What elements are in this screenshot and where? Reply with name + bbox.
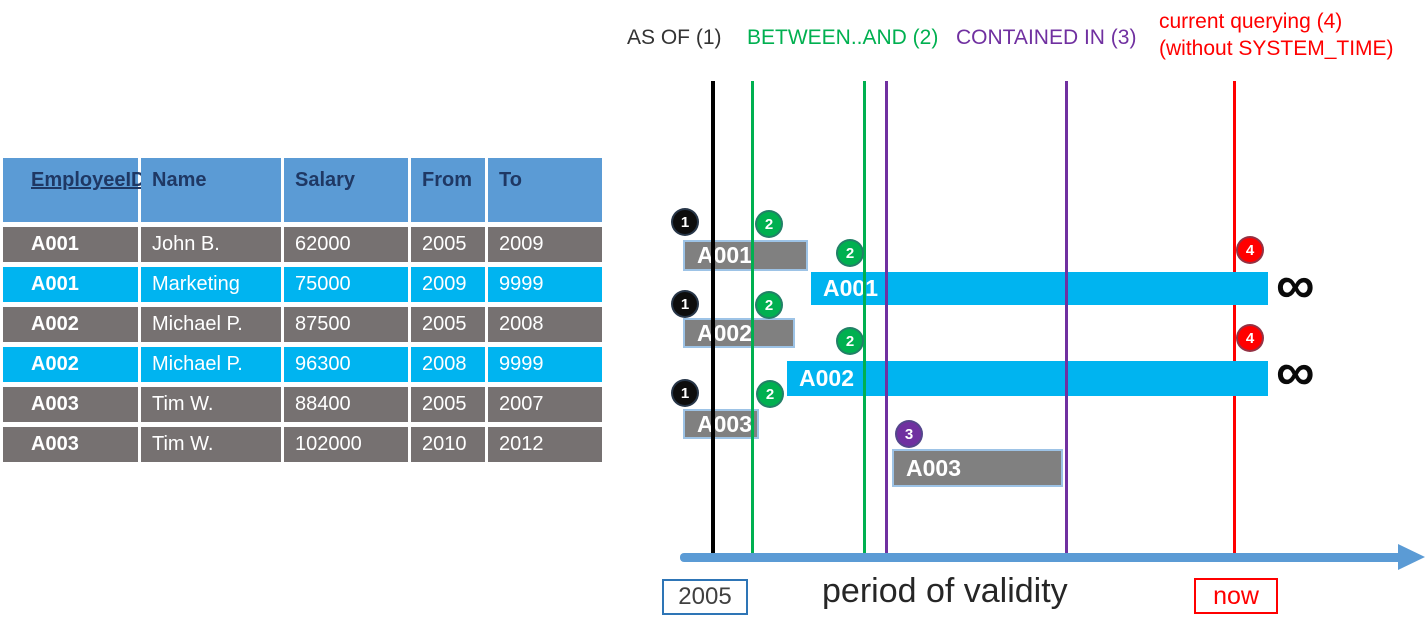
validity-bar-a003-later: A003 (892, 449, 1063, 487)
legend-contained-in: CONTAINED IN (3) (956, 26, 1137, 49)
between-and-start-line (751, 81, 754, 558)
legend-current-line1: current querying (4) (1159, 10, 1343, 33)
validity-bar-a002-closed: A002 (683, 318, 795, 348)
table-cell: 88400 (284, 387, 408, 422)
table-cell: 2010 (411, 427, 485, 462)
table-cell: John B. (141, 227, 281, 262)
validity-bar-a001-open: A001 (811, 272, 1268, 305)
table-cell: 102000 (284, 427, 408, 462)
table-cell: A001 (3, 267, 138, 302)
legend-as-of: AS OF (1) (627, 26, 722, 49)
column-header-from: From (411, 158, 485, 222)
legend-between-and: BETWEEN..AND (2) (747, 26, 939, 49)
table-cell: 2005 (411, 307, 485, 342)
infinity-icon: ∞ (1276, 255, 1315, 315)
table-cell: Tim W. (141, 427, 281, 462)
table-cell: A003 (3, 427, 138, 462)
badge-between: 2 (755, 291, 783, 319)
time-axis-arrowhead-icon (1398, 544, 1425, 570)
validity-bar-a002-open: A002 (787, 361, 1268, 396)
as-of-line (711, 81, 715, 558)
badge-as-of: 1 (671, 290, 699, 318)
column-header-name: Name (141, 158, 281, 222)
table-cell: 9999 (488, 347, 602, 382)
table-cell: 2005 (411, 387, 485, 422)
badge-as-of: 1 (671, 208, 699, 236)
validity-bar-a003-closed: A003 (683, 409, 759, 439)
axis-start-year-box: 2005 (662, 579, 748, 615)
table-cell: 2009 (411, 267, 485, 302)
table-cell: 2007 (488, 387, 602, 422)
axis-caption: period of validity (822, 572, 1068, 610)
table-cell: 96300 (284, 347, 408, 382)
contained-in-end-line (1065, 81, 1068, 558)
legend-current-querying: current querying (4) (without SYSTEM_TIM… (1159, 8, 1394, 62)
table-cell: 2012 (488, 427, 602, 462)
badge-current: 4 (1236, 236, 1264, 264)
table-cell: A003 (3, 387, 138, 422)
column-header-to: To (488, 158, 602, 222)
axis-now-box: now (1194, 578, 1278, 614)
badge-between: 2 (756, 380, 784, 408)
table-cell: 75000 (284, 267, 408, 302)
badge-as-of: 1 (671, 379, 699, 407)
table-cell: A001 (3, 227, 138, 262)
contained-in-start-line (885, 81, 888, 558)
table-cell: 2009 (488, 227, 602, 262)
table-cell: 2008 (411, 347, 485, 382)
time-axis (680, 553, 1402, 562)
table-cell: 9999 (488, 267, 602, 302)
employee-table: EmployeeID Name Salary From To A001 John… (3, 158, 602, 462)
table-cell: Marketing (141, 267, 281, 302)
table-cell: A002 (3, 307, 138, 342)
table-cell: 87500 (284, 307, 408, 342)
column-header-salary: Salary (284, 158, 408, 222)
table-cell: Tim W. (141, 387, 281, 422)
badge-between: 2 (755, 210, 783, 238)
table-cell: 2005 (411, 227, 485, 262)
table-cell: 62000 (284, 227, 408, 262)
table-cell: Michael P. (141, 347, 281, 382)
legend-current-line2: (without SYSTEM_TIME) (1159, 37, 1394, 60)
badge-contained: 3 (895, 420, 923, 448)
column-header-employeeid: EmployeeID (3, 158, 145, 222)
infinity-icon: ∞ (1276, 342, 1315, 402)
validity-bar-a001-closed: A001 (683, 240, 808, 271)
badge-between: 2 (836, 327, 864, 355)
current-querying-line (1233, 81, 1236, 558)
badge-between: 2 (836, 239, 864, 267)
table-cell: A002 (3, 347, 138, 382)
table-cell: Michael P. (141, 307, 281, 342)
badge-current: 4 (1236, 324, 1264, 352)
between-and-end-line (863, 81, 866, 558)
table-cell: 2008 (488, 307, 602, 342)
